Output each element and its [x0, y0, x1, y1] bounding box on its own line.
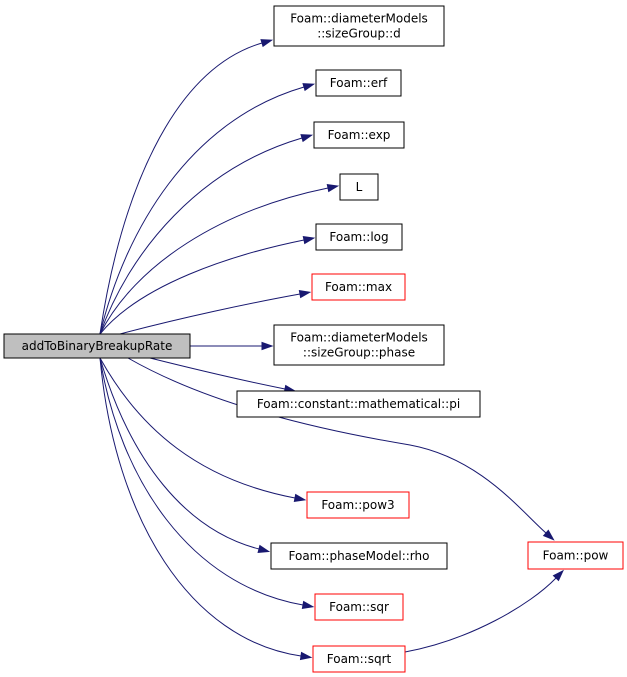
- nodes-layer: addToBinaryBreakupRate Foam::diameterMod…: [3, 5, 624, 673]
- node-label: Foam::erf: [330, 76, 388, 90]
- node-label: ::sizeGroup::phase: [303, 346, 415, 360]
- node-label: Foam::phaseModel::rho: [289, 549, 430, 563]
- node-sqrt[interactable]: Foam::sqrt: [312, 645, 406, 673]
- node-box: [339, 173, 379, 201]
- node-d[interactable]: Foam::diameterModels::sizeGroup::d: [273, 5, 445, 47]
- edge-line: [99, 357, 302, 657]
- edges-layer: [99, 39, 564, 661]
- edge-sqrt-to-pow: [404, 569, 564, 653]
- edge-line: [99, 137, 303, 335]
- node-L[interactable]: L: [339, 173, 379, 201]
- node-sqr[interactable]: Foam::sqr: [314, 593, 404, 621]
- node-label: Foam::exp: [328, 128, 391, 142]
- node-label: Foam::diameterModels: [290, 12, 428, 26]
- node-box: [273, 324, 445, 366]
- edge-line: [119, 293, 301, 335]
- node-box: [306, 491, 410, 519]
- node-max[interactable]: Foam::max: [311, 273, 406, 301]
- node-label: ::sizeGroup::d: [317, 27, 401, 41]
- node-label: Foam::max: [325, 280, 392, 294]
- node-box: [314, 593, 404, 621]
- node-label: Foam::pow: [543, 549, 609, 563]
- edge-line: [149, 357, 286, 390]
- arrowhead: [261, 341, 274, 351]
- node-phase[interactable]: Foam::diameterModels::sizeGroup::phase: [273, 324, 445, 366]
- arrowhead: [293, 493, 307, 503]
- node-pi[interactable]: Foam::constant::mathematical::pi: [236, 390, 481, 418]
- node-box: [527, 541, 624, 570]
- arrowhead: [260, 39, 274, 48]
- node-box: [315, 223, 403, 251]
- edge-line: [99, 357, 296, 499]
- node-box: [313, 121, 405, 149]
- arrowhead: [300, 134, 314, 143]
- edge-root-to-log: [99, 235, 316, 335]
- arrowhead: [302, 83, 316, 92]
- arrowhead: [301, 600, 315, 610]
- edge-line: [99, 42, 263, 335]
- edge-root-to-d: [99, 39, 274, 335]
- edge-line: [99, 357, 304, 606]
- node-pow3[interactable]: Foam::pow3: [306, 491, 410, 519]
- edge-line: [99, 187, 329, 335]
- edge-root-to-phase: [190, 341, 274, 351]
- node-log[interactable]: Foam::log: [315, 223, 403, 251]
- edge-root-to-L: [99, 183, 340, 335]
- node-erf[interactable]: Foam::erf: [315, 69, 402, 97]
- edge-root-to-sqr: [99, 357, 315, 610]
- edge-root-to-sqrt: [99, 357, 313, 661]
- node-exp[interactable]: Foam::exp: [313, 121, 405, 149]
- node-box: [270, 542, 448, 570]
- node-box: [315, 69, 402, 97]
- edge-root-to-erf: [99, 83, 316, 335]
- edge-line: [99, 239, 305, 335]
- edge-root-to-pi: [149, 357, 297, 394]
- arrowhead: [298, 289, 312, 299]
- edge-root-to-rho: [99, 357, 271, 553]
- arrowhead: [552, 569, 564, 582]
- node-label: Foam::pow3: [321, 498, 394, 512]
- edge-root-to-pow: [127, 357, 555, 541]
- node-rho[interactable]: Foam::phaseModel::rho: [270, 542, 448, 570]
- edge-root-to-max: [119, 289, 312, 335]
- arrowhead: [326, 183, 340, 193]
- edge-line: [127, 357, 547, 534]
- edge-line: [99, 357, 260, 550]
- node-label: addToBinaryBreakupRate: [22, 339, 173, 353]
- edge-root-to-exp: [99, 134, 314, 335]
- node-label: Foam::constant::mathematical::pi: [257, 397, 460, 411]
- arrowhead: [542, 529, 555, 541]
- edge-line: [99, 86, 305, 335]
- node-pow[interactable]: Foam::pow: [527, 541, 624, 570]
- node-label: Foam::sqrt: [327, 652, 392, 666]
- arrowhead: [257, 544, 271, 553]
- edge-root-to-pow3: [99, 357, 307, 503]
- node-box: [311, 273, 406, 301]
- node-label: L: [356, 180, 363, 194]
- node-addToBinaryBreakupRate[interactable]: addToBinaryBreakupRate: [3, 333, 191, 359]
- node-label: Foam::log: [329, 230, 388, 244]
- node-box: [236, 390, 481, 418]
- arrowhead: [302, 235, 316, 245]
- arrowhead: [299, 651, 313, 661]
- node-box: [273, 5, 445, 47]
- edge-line: [404, 577, 557, 653]
- node-box: [312, 645, 406, 673]
- node-label: Foam::sqr: [329, 600, 389, 614]
- node-label: Foam::diameterModels: [290, 331, 428, 345]
